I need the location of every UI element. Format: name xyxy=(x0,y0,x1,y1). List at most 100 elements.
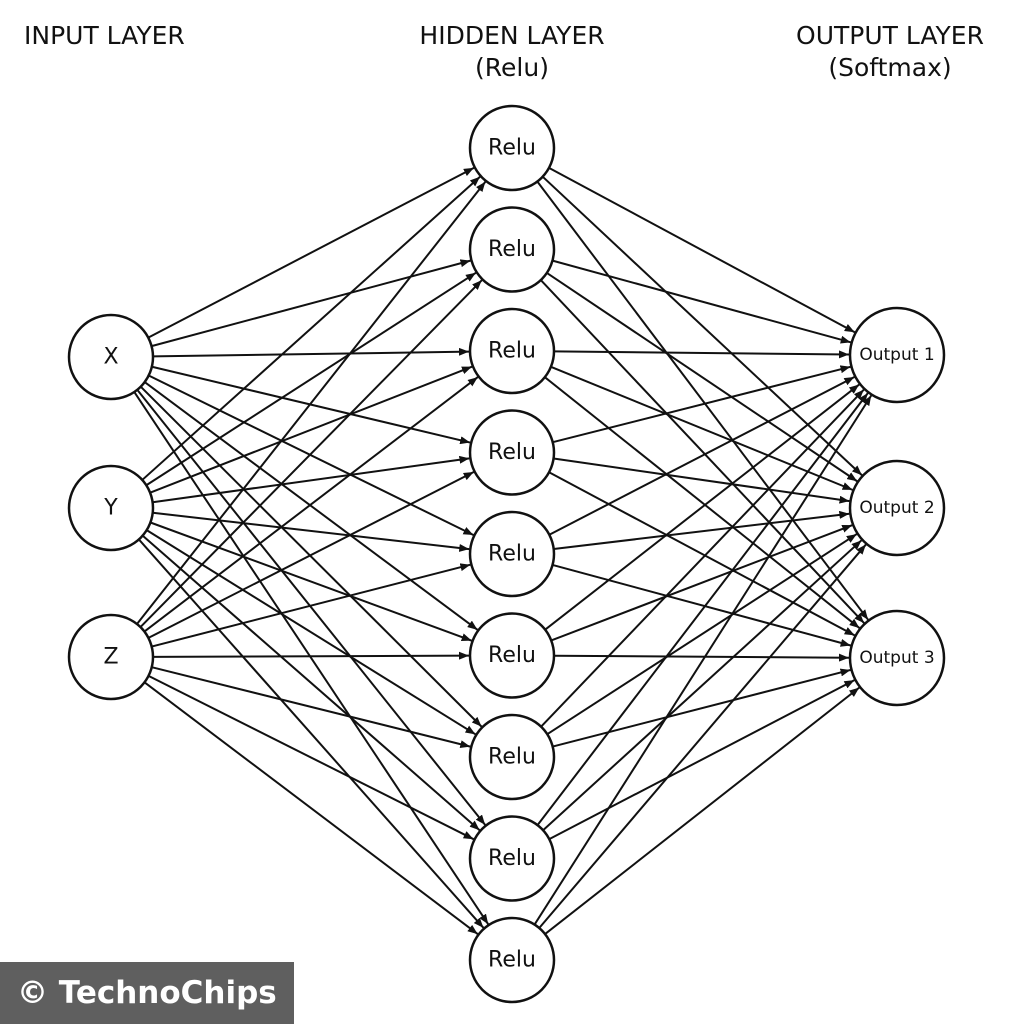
edge-input-1-to-hidden-1 xyxy=(147,166,475,339)
hidden-node-3-label: Relu xyxy=(488,339,536,364)
hidden-node-4-label: Relu xyxy=(488,440,536,465)
hidden-node-9: Relu xyxy=(468,916,556,1004)
edge-hidden-5-to-output-2 xyxy=(553,510,850,551)
output-node-2-label: Output 2 xyxy=(859,498,934,518)
edge-hidden-2-to-output-3 xyxy=(540,279,865,624)
edge-input-3-to-hidden-6 xyxy=(152,651,470,660)
edge-input-2-to-hidden-1 xyxy=(141,175,481,481)
hidden-node-9-label: Relu xyxy=(488,948,536,973)
hidden-node-4: Relu xyxy=(468,409,556,496)
edge-hidden-9-to-output-3 xyxy=(544,686,860,935)
output-node-1: Output 1 xyxy=(848,306,946,404)
edge-input-2-to-hidden-7 xyxy=(146,529,476,736)
edge-input-3-to-hidden-4 xyxy=(147,471,475,639)
edge-hidden-3-to-output-3 xyxy=(544,376,861,629)
hidden-node-7: Relu xyxy=(468,713,556,801)
edge-input-3-to-hidden-2 xyxy=(139,279,483,628)
edge-hidden-4-to-output-3 xyxy=(548,471,856,637)
edge-input-3-to-hidden-7 xyxy=(151,666,471,749)
edge-input-2-to-hidden-2 xyxy=(145,271,477,487)
input-layer-title: INPUT LAYER xyxy=(24,21,185,50)
hidden-node-2-label: Relu xyxy=(488,237,536,262)
edge-hidden-8-to-output-2 xyxy=(542,539,863,831)
edge-input-3-to-hidden-5 xyxy=(151,563,471,648)
hidden-node-8-circle xyxy=(468,815,556,902)
edge-hidden-1-to-output-1 xyxy=(548,167,856,334)
hidden-node-3: Relu xyxy=(468,307,556,395)
hidden-node-3-circle xyxy=(468,307,556,395)
input-layer-header: INPUT LAYER xyxy=(24,20,185,52)
output-layer-header: OUTPUT LAYER (Softmax) xyxy=(785,20,995,84)
hidden-node-7-label: Relu xyxy=(488,745,536,770)
hidden-node-9-circle xyxy=(468,916,556,1004)
edge-input-2-to-hidden-6 xyxy=(150,521,472,642)
edge-hidden-1-to-output-2 xyxy=(541,175,863,476)
output-node-1-label: Output 1 xyxy=(859,345,934,365)
hidden-node-8: Relu xyxy=(468,815,556,902)
output-node-1-circle xyxy=(848,306,946,404)
edge-input-1-to-hidden-3 xyxy=(152,347,470,358)
edge-hidden-1-to-output-3 xyxy=(536,180,869,621)
input-node-z-label: Z xyxy=(103,645,118,670)
output-layer-activation: (Softmax) xyxy=(828,53,952,82)
input-node-x-label: X xyxy=(103,345,118,370)
edge-hidden-9-to-output-2 xyxy=(538,543,867,929)
input-node-x: X xyxy=(67,313,155,401)
output-node-2: Output 2 xyxy=(848,459,946,557)
edge-input-3-to-hidden-3 xyxy=(143,376,479,633)
hidden-node-8-label: Relu xyxy=(488,846,536,871)
edge-hidden-5-to-output-1 xyxy=(548,376,855,536)
hidden-layer-title: HIDDEN LAYER xyxy=(419,21,605,50)
edge-hidden-5-to-output-3 xyxy=(552,563,851,647)
edge-input-1-to-hidden-8 xyxy=(136,389,486,826)
nodes-group: XYZReluReluReluReluReluReluReluReluReluO… xyxy=(67,104,946,1004)
hidden-node-4-circle xyxy=(468,409,556,496)
hidden-node-6: Relu xyxy=(468,612,556,699)
edge-input-1-to-hidden-9 xyxy=(133,391,490,925)
hidden-node-1-label: Relu xyxy=(488,136,536,161)
edge-hidden-9-to-output-1 xyxy=(533,394,873,926)
edge-hidden-6-to-output-3 xyxy=(553,653,850,662)
edge-input-1-to-hidden-6 xyxy=(144,381,479,631)
edge-input-2-to-hidden-4 xyxy=(152,455,470,504)
output-node-3-circle xyxy=(848,609,946,707)
edge-input-3-to-hidden-8 xyxy=(148,674,475,841)
hidden-node-1: Relu xyxy=(468,104,556,192)
edge-hidden-3-to-output-2 xyxy=(550,365,853,491)
hidden-node-7-circle xyxy=(468,713,556,801)
edge-input-3-to-hidden-1 xyxy=(136,181,487,625)
edge-hidden-8-to-output-1 xyxy=(536,392,869,826)
edge-hidden-6-to-output-1 xyxy=(544,383,860,631)
hidden-node-6-label: Relu xyxy=(488,643,536,668)
output-node-3: Output 3 xyxy=(848,609,946,707)
input-node-z: Z xyxy=(67,613,155,701)
connections-group xyxy=(133,166,873,935)
edge-input-2-to-hidden-8 xyxy=(141,534,481,831)
input-node-y-circle xyxy=(67,464,155,552)
output-node-2-circle xyxy=(848,459,946,557)
hidden-node-5: Relu xyxy=(468,510,556,598)
hidden-node-2: Relu xyxy=(468,206,556,293)
input-node-x-circle xyxy=(67,313,155,401)
edge-hidden-7-to-output-2 xyxy=(546,533,858,736)
edge-hidden-8-to-output-3 xyxy=(548,679,855,840)
edge-hidden-6-to-output-2 xyxy=(550,524,853,642)
hidden-layer-header: HIDDEN LAYER (Relu) xyxy=(412,20,612,84)
hidden-node-2-circle xyxy=(468,206,556,293)
hidden-layer-activation: (Relu) xyxy=(475,53,549,82)
edge-hidden-4-to-output-1 xyxy=(552,365,851,444)
edge-input-1-to-hidden-7 xyxy=(140,385,483,728)
input-node-y-label: Y xyxy=(103,496,118,521)
edge-hidden-7-to-output-1 xyxy=(540,388,865,728)
edge-input-3-to-hidden-9 xyxy=(143,681,479,935)
hidden-node-5-circle xyxy=(468,510,556,598)
edge-input-2-to-hidden-5 xyxy=(152,511,470,552)
hidden-node-6-circle xyxy=(468,612,556,699)
hidden-node-1-circle xyxy=(468,104,556,192)
input-node-z-circle xyxy=(67,613,155,701)
input-node-y: Y xyxy=(67,464,155,552)
edge-input-1-to-hidden-2 xyxy=(151,259,471,348)
watermark-label: © TechnoChips xyxy=(0,962,294,1024)
